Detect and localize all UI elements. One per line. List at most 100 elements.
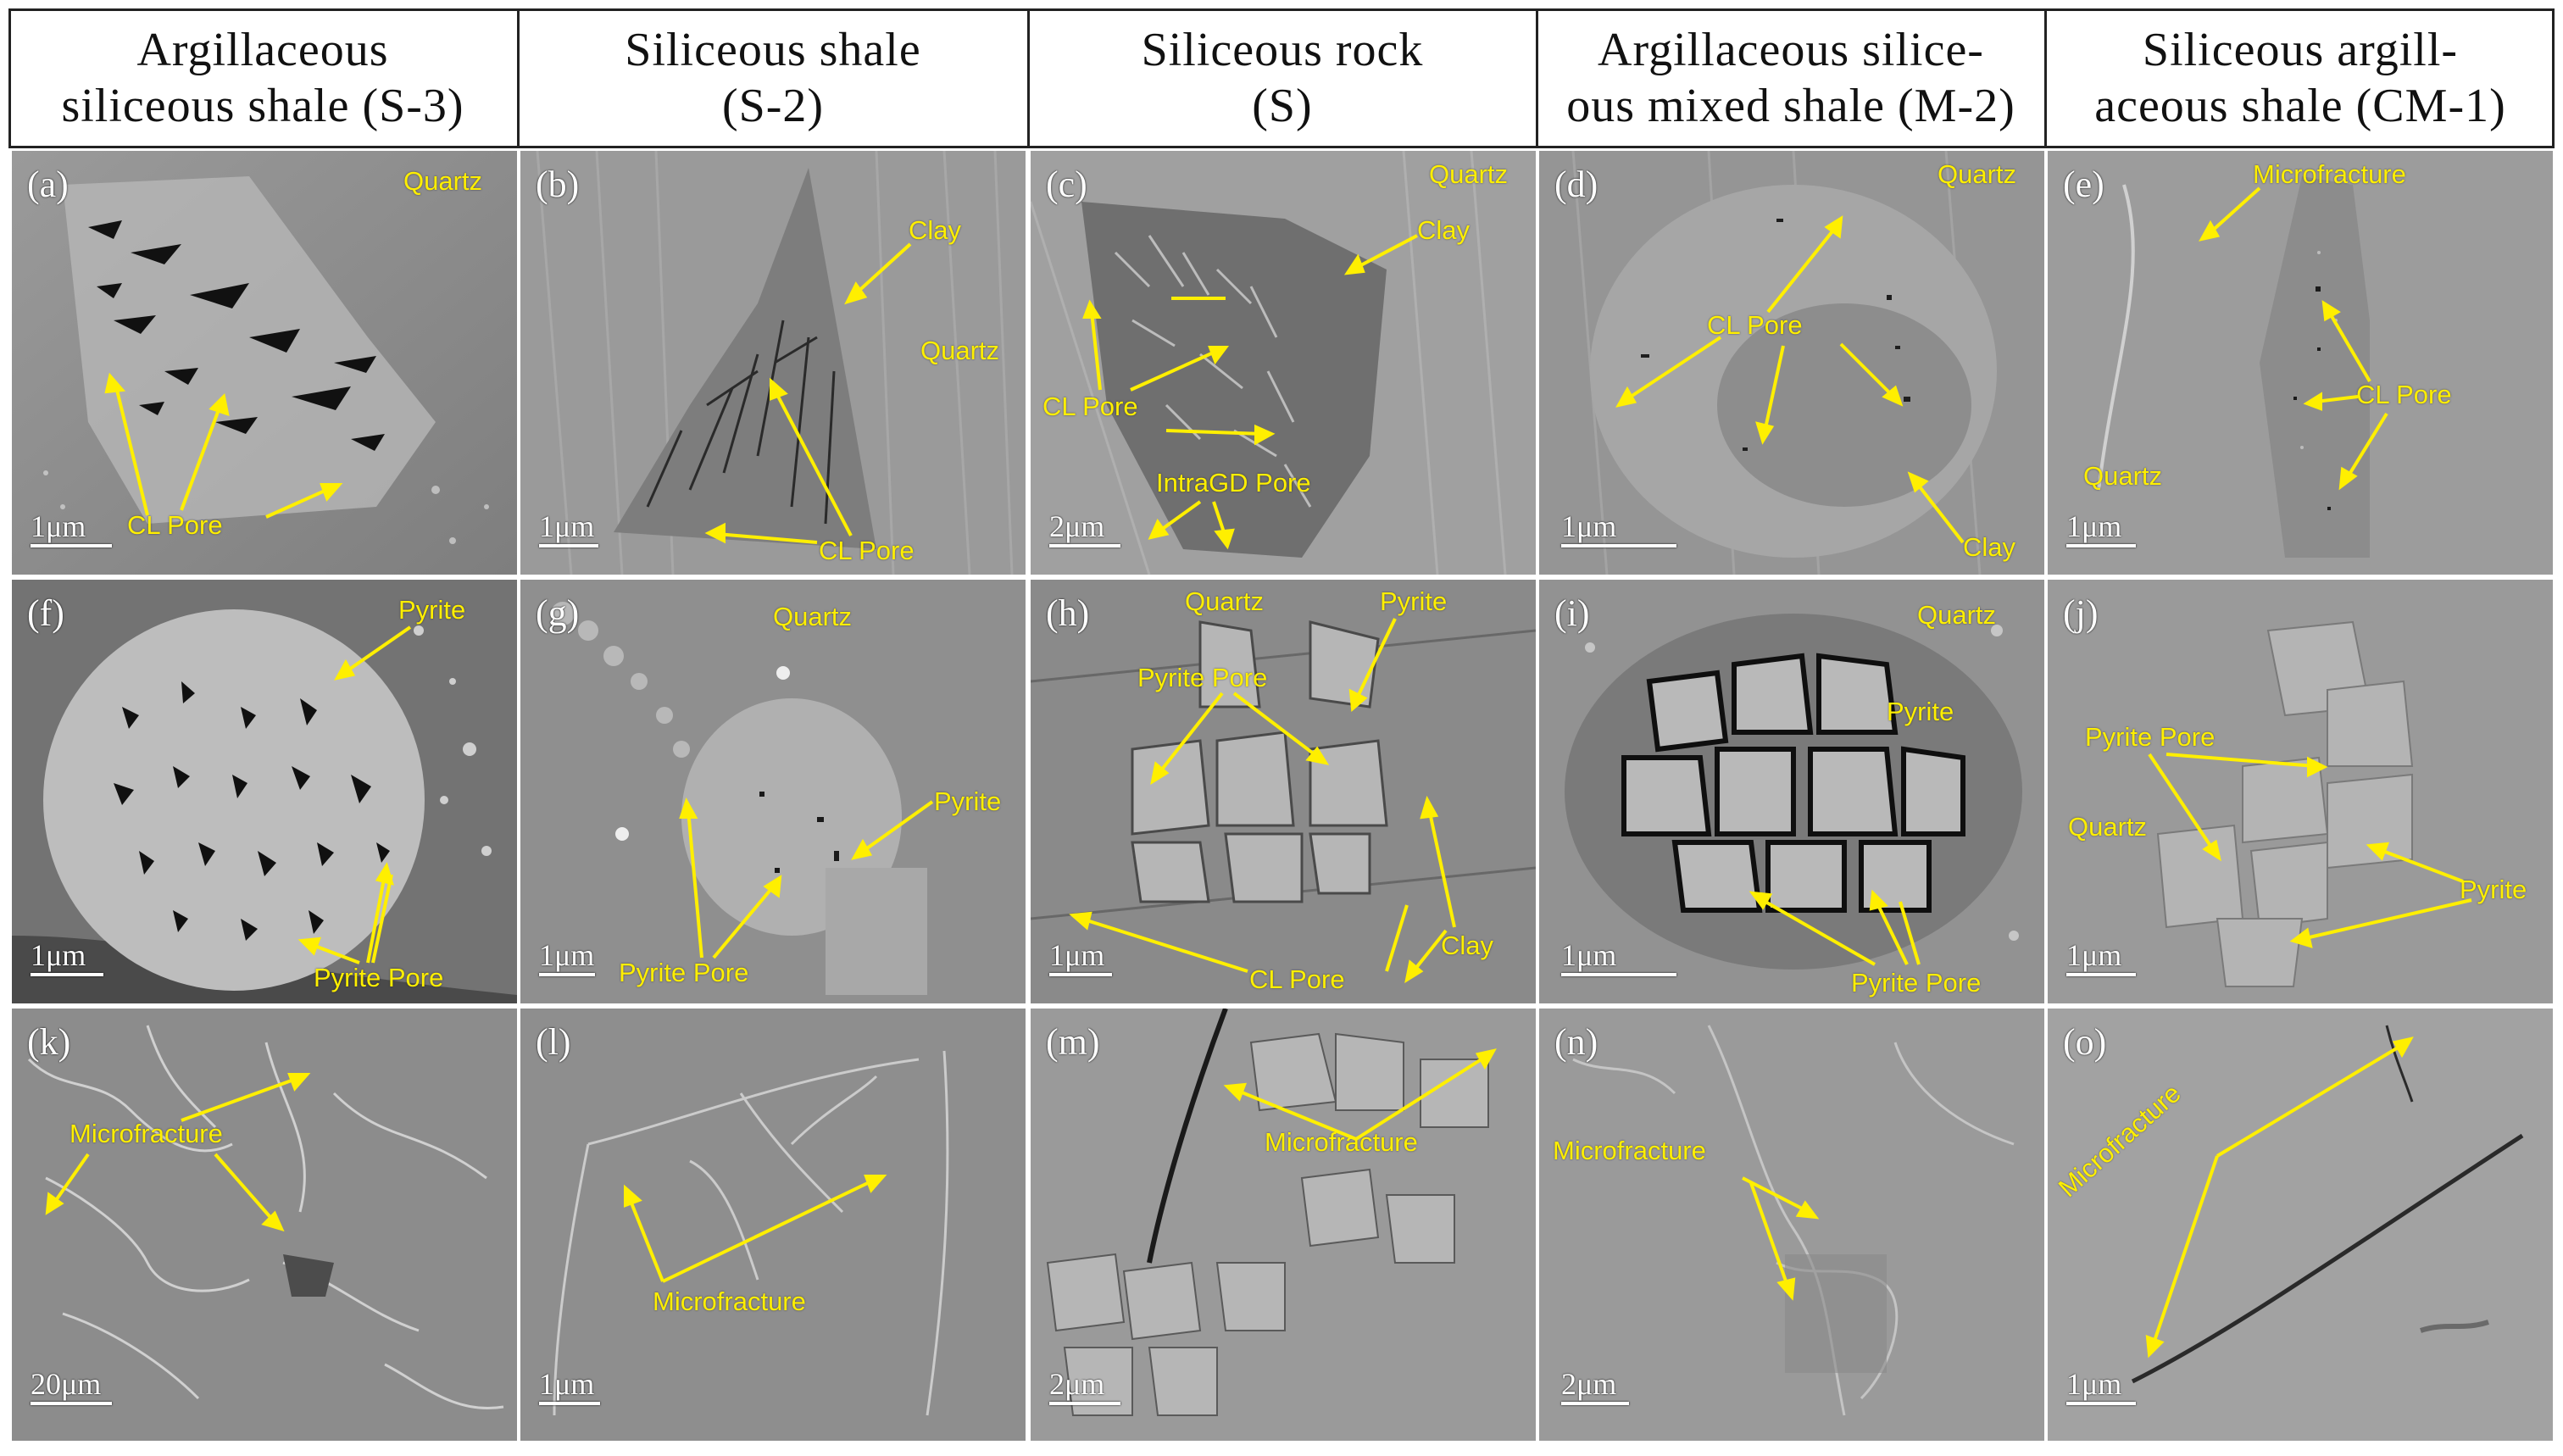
panel-i-scale-bar: 1μm	[1561, 939, 1676, 976]
panel-n: (n) Microfracture 2μm	[1539, 1009, 2044, 1441]
panel-c-scale-label: 2μm	[1049, 509, 1105, 543]
panel-h-scale-bar: 1μm	[1049, 939, 1112, 976]
panel-g-scale-line	[539, 973, 595, 976]
panel-f-scale-bar: 1μm	[31, 939, 103, 976]
panel-o-sem-texture	[2048, 1009, 2553, 1441]
grid-divider-2	[1027, 8, 1030, 146]
panel-d-label-quartz: Quartz	[1938, 159, 2017, 189]
panel-m-scale-label: 2μm	[1049, 1367, 1105, 1401]
panel-g-letter: (g)	[536, 592, 580, 634]
panel-c-label-quartz: Quartz	[1429, 159, 1509, 189]
panel-g-arrows	[679, 797, 934, 959]
panel-n-scale-bar: 2μm	[1561, 1368, 1629, 1405]
panel-o-scale-line	[2066, 1402, 2136, 1405]
panel-a-arrows	[104, 372, 343, 519]
panel-c-scale-bar: 2μm	[1049, 510, 1120, 547]
panel-m-scale-bar: 2μm	[1049, 1368, 1120, 1405]
grid-divider-3	[1536, 8, 1538, 146]
panel-g-label-pyrite: Pyrite	[934, 786, 1002, 816]
panel-c-letter: (c)	[1046, 164, 1087, 205]
panel-h-sem-texture	[1031, 580, 1536, 1003]
panel-i-label-pyrite: Pyrite	[1887, 697, 1954, 726]
panel-k-arrows	[45, 1073, 311, 1232]
panel-l-label-microfracture: Microfracture	[653, 1287, 806, 1316]
panel-j-sem-texture	[2048, 580, 2553, 1003]
panel-o-scale-label: 1μm	[2066, 1367, 2122, 1401]
panel-i: (i) Quartz Pyrite Pyrite Pore 1μm	[1539, 580, 2044, 1003]
panel-k-letter: (k)	[27, 1021, 71, 1063]
panel-d-label-clay: Clay	[1963, 532, 2016, 562]
panel-e-arrows	[2199, 186, 2388, 491]
panel-b-arrows	[704, 242, 912, 544]
column-header-3: Siliceous rock(S)	[1031, 10, 1534, 146]
column-header-4-line1: Argillaceous silice-	[1598, 24, 1984, 76]
panel-b-scale-label: 1μm	[539, 509, 595, 543]
panel-m-letter: (m)	[1046, 1021, 1100, 1063]
panel-a-label-quartz: Quartz	[403, 166, 483, 196]
panel-c-arrows	[1082, 234, 1418, 550]
panel-h: (h) Quartz Pyrite Pyrite Pore Clay CL Po…	[1031, 580, 1536, 1003]
panel-i-label-pyrite-pore: Pyrite Pore	[1851, 968, 1982, 998]
panel-a-scale-label: 1μm	[31, 509, 86, 543]
panel-h-label-quartz: Quartz	[1185, 586, 1265, 616]
panel-h-arrows	[1069, 618, 1456, 984]
panel-c-sem-texture	[1031, 151, 1536, 575]
panel-h-label-clay: Clay	[1441, 931, 1494, 960]
panel-a-label-cl-pore: CL Pore	[127, 510, 223, 540]
column-header-2-line2: (S-2)	[721, 80, 825, 132]
panel-h-scale-line	[1049, 973, 1112, 976]
grid-divider-1	[517, 8, 520, 146]
panel-l: (l) Microfracture 1μm	[520, 1009, 1026, 1441]
panel-b-scale-line	[539, 544, 598, 547]
panel-d-sem-texture	[1539, 151, 2044, 575]
panel-f-letter: (f)	[27, 592, 64, 634]
panel-a-letter: (a)	[27, 164, 69, 205]
grid-top-line	[8, 8, 2555, 11]
panel-a-scale-bar: 1μm	[31, 510, 112, 547]
panel-k-label-microfracture: Microfracture	[69, 1119, 223, 1148]
panel-g-label-pyrite-pore: Pyrite Pore	[619, 958, 749, 987]
panel-l-arrows	[624, 1175, 887, 1283]
panel-d-label-cl-pore: CL Pore	[1707, 310, 1803, 340]
panel-e-label-quartz: Quartz	[2083, 461, 2163, 491]
panel-m: (m) Microfracture 2μm	[1031, 1009, 1536, 1441]
panel-j-scale-bar: 1μm	[2066, 939, 2136, 976]
panel-b-letter: (b)	[536, 164, 580, 205]
panel-h-label-pyrite: Pyrite	[1380, 586, 1448, 616]
panel-h-letter: (h)	[1046, 592, 1090, 634]
panel-f-scale-label: 1μm	[31, 938, 86, 972]
column-header-1-line2: siliceous shale (S-3)	[61, 80, 464, 132]
panel-f: (f) Pyrite Pyrite Pore 1μm	[12, 580, 517, 1003]
panel-n-scale-label: 2μm	[1561, 1367, 1617, 1401]
panel-m-sem-texture	[1031, 1009, 1536, 1441]
grid-left-line	[8, 8, 11, 146]
panel-k-scale-bar: 20μm	[31, 1368, 112, 1405]
panel-c-scale-line	[1049, 544, 1120, 547]
column-header-2: Siliceous shale(S-2)	[520, 10, 1026, 146]
panel-h-label-cl-pore: CL Pore	[1249, 964, 1345, 994]
panel-b-label-cl-pore: CL Pore	[819, 536, 915, 565]
panel-m-scale-line	[1049, 1402, 1120, 1405]
panel-d-scale-label: 1μm	[1561, 509, 1617, 543]
grid-header-line	[8, 146, 2555, 148]
panel-h-label-pyrite-pore: Pyrite Pore	[1137, 663, 1268, 692]
panel-k: (k) Microfracture 20μm	[12, 1009, 517, 1441]
panel-b-scale-bar: 1μm	[539, 510, 598, 547]
panel-f-label-pyrite: Pyrite	[398, 595, 466, 625]
panel-f-arrows	[297, 625, 412, 964]
panel-g: (g) Quartz Pyrite Pyrite Pore 1μm	[520, 580, 1026, 1003]
panel-c-label-cl-pore: CL Pore	[1042, 392, 1138, 421]
column-header-2-line1: Siliceous shale	[625, 24, 921, 76]
panel-g-sem-texture	[520, 580, 1026, 1003]
panel-h-scale-label: 1μm	[1049, 938, 1105, 972]
panel-n-arrows	[1742, 1176, 1820, 1301]
panel-l-scale-line	[539, 1402, 600, 1405]
panel-i-sem-texture	[1539, 580, 2044, 1003]
panel-g-scale-label: 1μm	[539, 938, 595, 972]
panel-n-scale-line	[1561, 1402, 1629, 1405]
panel-j-label-pyrite-pore: Pyrite Pore	[2085, 722, 2216, 752]
panel-o-scale-bar: 1μm	[2066, 1368, 2136, 1405]
panel-c-label-clay: Clay	[1417, 215, 1471, 245]
column-header-3-line1: Siliceous rock	[1141, 24, 1424, 76]
